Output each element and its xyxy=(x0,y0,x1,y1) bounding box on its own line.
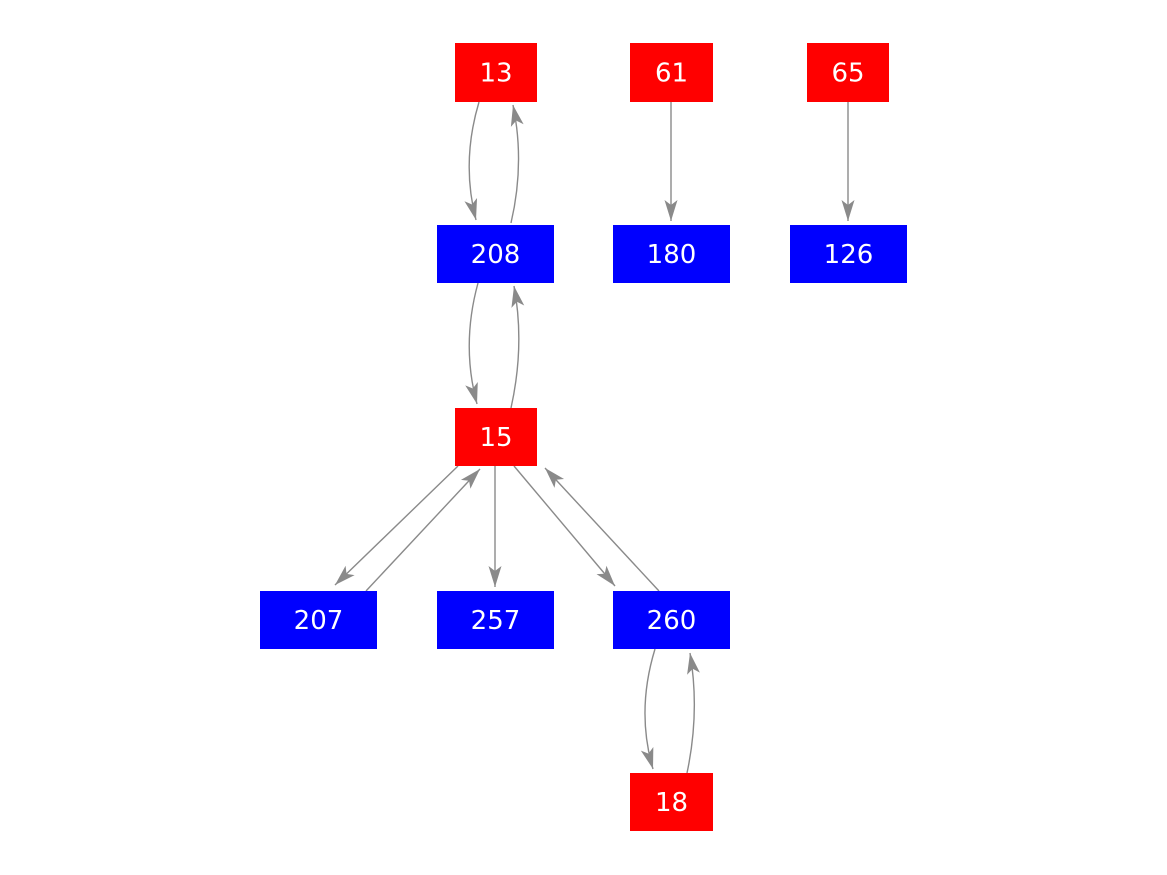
node-18-box xyxy=(630,773,713,831)
node-15-label: 15 xyxy=(479,423,512,453)
edge-15-to-260 xyxy=(513,465,616,587)
node-15-box xyxy=(455,408,537,466)
node-13-label: 13 xyxy=(479,59,512,89)
node-180-label: 180 xyxy=(647,240,697,270)
node-61-label: 61 xyxy=(655,59,688,89)
edges-layer xyxy=(334,101,855,774)
node-15: 15 xyxy=(455,408,537,466)
edge-15-to-207 xyxy=(334,465,459,586)
node-13-box xyxy=(455,43,537,102)
node-208-box xyxy=(437,225,554,283)
node-207: 207 xyxy=(260,591,377,649)
node-65: 65 xyxy=(807,43,889,102)
node-207-label: 207 xyxy=(294,606,344,636)
node-260: 260 xyxy=(613,591,730,649)
node-126: 126 xyxy=(790,225,907,283)
node-61: 61 xyxy=(630,43,713,102)
edge-208-to-15 xyxy=(465,282,479,405)
node-65-box xyxy=(807,43,889,102)
node-208: 208 xyxy=(437,225,554,283)
edge-260-to-15 xyxy=(544,467,660,592)
edge-260-to-18 xyxy=(640,648,656,770)
node-126-label: 126 xyxy=(824,240,874,270)
edge-208-to-13 xyxy=(510,104,524,224)
node-65-label: 65 xyxy=(831,59,864,89)
node-18: 18 xyxy=(630,773,713,831)
node-207-box xyxy=(260,591,377,649)
edge-207-to-15 xyxy=(365,468,481,592)
node-257: 257 xyxy=(437,591,554,649)
node-257-box xyxy=(437,591,554,649)
node-180: 180 xyxy=(613,225,730,283)
node-18-label: 18 xyxy=(655,788,688,818)
node-257-label: 257 xyxy=(471,606,521,636)
node-13: 13 xyxy=(455,43,537,102)
nodes-layer: 13 61 65 208 180 126 15 207 257 260 18 xyxy=(260,43,907,831)
node-126-box xyxy=(790,225,907,283)
edge-18-to-260 xyxy=(686,652,700,774)
node-260-box xyxy=(613,591,730,649)
node-61-box xyxy=(630,43,713,102)
edge-13-to-208 xyxy=(464,101,480,221)
node-180-box xyxy=(613,225,730,283)
node-208-label: 208 xyxy=(471,240,521,270)
edge-15-to-208 xyxy=(510,285,525,409)
node-260-label: 260 xyxy=(647,606,697,636)
